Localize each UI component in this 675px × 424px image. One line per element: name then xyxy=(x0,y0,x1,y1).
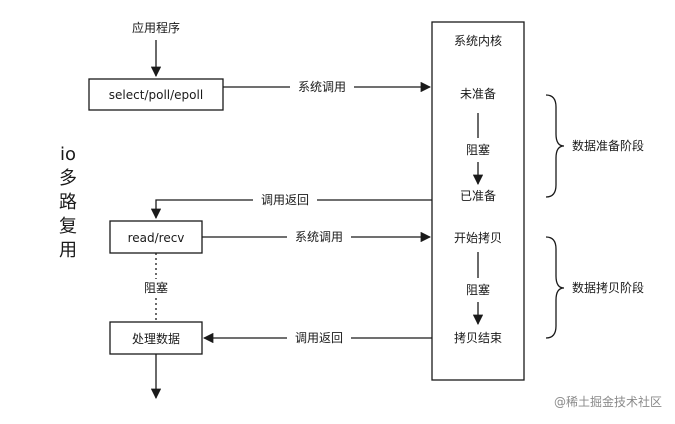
syscall-top-label: 系统调用 xyxy=(298,80,346,94)
side-label-char-4: 用 xyxy=(59,240,77,261)
watermark: @稀土掘金技术社区 xyxy=(554,394,662,409)
return-top-label-bg xyxy=(253,191,317,209)
side-label-char-2: 路 xyxy=(59,192,77,213)
kernel-block-label-1: 阻塞 xyxy=(466,142,490,157)
left-block-label: 阻塞 xyxy=(144,280,168,295)
return-bottom-label: 调用返回 xyxy=(295,331,343,345)
prepare-phase-brace xyxy=(545,94,565,198)
kernel-title: 系统内核 xyxy=(454,34,502,48)
side-label-io: io xyxy=(60,144,76,165)
left-block-label-bg xyxy=(138,279,174,297)
select-poll-epoll-label: select/poll/epoll xyxy=(109,88,203,102)
copy-end-label: 拷贝结束 xyxy=(454,330,502,345)
process-data-box xyxy=(109,321,203,355)
app-program-label: 应用程序 xyxy=(132,20,180,35)
syscall-bottom-label-bg xyxy=(287,228,351,246)
prepare-phase-label: 数据准备阶段 xyxy=(572,138,644,153)
not-ready-label: 未准备 xyxy=(460,87,496,101)
side-label-char-3: 复 xyxy=(59,216,77,237)
copy-start-label: 开始拷贝 xyxy=(454,230,502,245)
return-top-label: 调用返回 xyxy=(261,193,309,207)
read-recv-label: read/recv xyxy=(128,231,185,245)
return-arrow-top xyxy=(150,199,432,220)
syscall-bottom-label: 系统调用 xyxy=(295,230,343,244)
select-poll-epoll-box xyxy=(88,78,224,111)
syscall-top-label-bg xyxy=(290,78,354,96)
copy-phase-brace xyxy=(545,236,565,339)
copy-phase-label: 数据拷贝阶段 xyxy=(572,280,644,295)
kernel-block-label-2: 阻塞 xyxy=(466,282,490,297)
ready-label: 已准备 xyxy=(460,189,496,203)
side-label-char-1: 多 xyxy=(59,168,77,189)
return-bottom-label-bg xyxy=(287,329,351,347)
process-data-label: 处理数据 xyxy=(132,331,180,346)
